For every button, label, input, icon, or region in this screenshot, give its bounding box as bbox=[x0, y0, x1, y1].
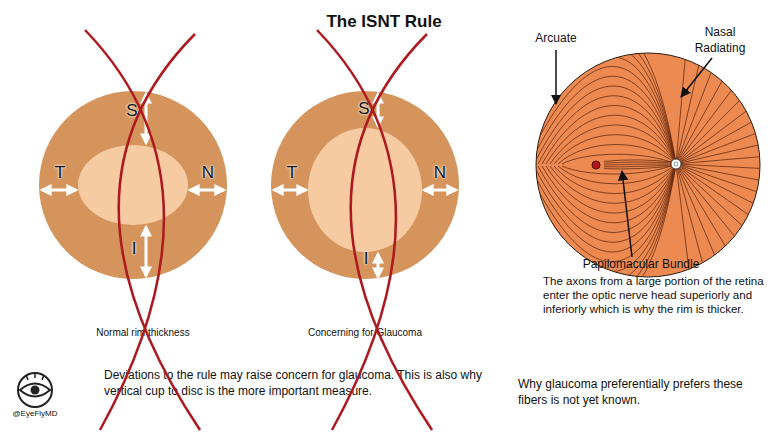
nerve-fiber bbox=[676, 0, 721, 164]
nerve-fiber bbox=[676, 92, 768, 164]
disc-caption: Concerning for Glaucoma bbox=[290, 327, 440, 339]
nerve-fiber bbox=[546, 115, 676, 164]
nerve-fiber bbox=[676, 0, 693, 164]
nerve-fiber bbox=[526, 67, 676, 165]
nerve-fiber bbox=[534, 164, 676, 242]
nerve-fiber bbox=[554, 164, 676, 194]
explanation-note: Why glaucoma preferentially prefers thes… bbox=[518, 376, 758, 408]
rim-thickness-arrow bbox=[377, 94, 380, 126]
nerve-fiber bbox=[538, 96, 676, 164]
nerve-fiber bbox=[518, 47, 676, 164]
nerve-fiber bbox=[558, 145, 676, 165]
nerve-fiber bbox=[530, 164, 676, 252]
rim-thickness-arrow bbox=[377, 254, 380, 277]
nerve-fiber bbox=[676, 0, 748, 164]
nerve-fiber bbox=[546, 164, 676, 213]
nerve-fiber bbox=[522, 57, 676, 164]
nerve-fiber bbox=[676, 164, 754, 348]
watermark: @EyeFlyMD bbox=[5, 409, 65, 419]
rim-letter: N bbox=[198, 164, 218, 182]
explanation-note: The axons from a large portion of the re… bbox=[543, 274, 767, 316]
logo-eye bbox=[18, 373, 52, 407]
nerve-fiber-lines bbox=[510, 0, 768, 363]
optic-cup bbox=[78, 145, 188, 225]
nerve-fiber bbox=[538, 164, 676, 233]
neuroretinal-rim bbox=[271, 91, 459, 279]
rim-letter: S bbox=[122, 102, 142, 120]
nerve-fiber bbox=[558, 164, 676, 184]
optic-disc: S T N I bbox=[270, 90, 460, 280]
optic-cup-dot bbox=[674, 162, 678, 166]
nerve-fiber bbox=[676, 164, 768, 174]
rim-letter: T bbox=[50, 164, 70, 182]
nerve-fiber bbox=[676, 0, 768, 164]
nerve-fiber bbox=[604, 164, 676, 165]
rim-thickness-arrow bbox=[190, 189, 224, 192]
nerve-fiber bbox=[510, 28, 676, 165]
nerve-fiber bbox=[562, 164, 676, 174]
rim-thickness-arrow bbox=[145, 94, 148, 143]
nerve-fiber bbox=[514, 37, 676, 164]
rim-letter: S bbox=[354, 100, 374, 118]
optic-cup bbox=[308, 128, 422, 252]
rim-letter: N bbox=[430, 164, 450, 182]
rim-thickness-arrow bbox=[424, 189, 456, 192]
fiber-label: Papilomacular Bundle bbox=[556, 257, 726, 271]
rim-letter: I bbox=[124, 240, 144, 258]
nerve-fiber bbox=[676, 164, 768, 202]
nerve-fiber bbox=[604, 165, 676, 167]
rim-thickness-arrow bbox=[274, 189, 306, 192]
nerve-fiber bbox=[562, 154, 676, 164]
leader-arrow bbox=[681, 58, 712, 97]
rim-thickness-arrow bbox=[42, 189, 76, 192]
neuroretinal-rim bbox=[39, 91, 227, 279]
nerve-fiber bbox=[526, 164, 676, 262]
nerve-fiber bbox=[676, 4, 768, 164]
optic-disc: S T N I bbox=[38, 90, 228, 280]
nerve-fiber bbox=[534, 86, 676, 164]
nerve-fiber bbox=[554, 135, 676, 164]
optic-disc-dot bbox=[671, 159, 681, 169]
rim-thickness-arrow bbox=[145, 227, 148, 276]
nerve-fiber bbox=[676, 119, 768, 164]
explanation-note: Deviations to the rule may raise concern… bbox=[104, 367, 484, 399]
nerve-fiber bbox=[676, 23, 768, 164]
nerve-fiber bbox=[604, 162, 676, 163]
diagram-title: The ISNT Rule bbox=[234, 12, 534, 32]
nerve-fiber bbox=[550, 164, 676, 203]
nerve-fiber bbox=[514, 164, 676, 291]
nerve-fiber bbox=[604, 160, 676, 162]
disc-caption: Normal rim thickness bbox=[68, 327, 218, 339]
nerve-fiber bbox=[542, 164, 676, 223]
leader-arrow bbox=[555, 50, 557, 104]
retina-circle bbox=[536, 53, 760, 277]
rim-letter: T bbox=[282, 164, 302, 182]
nerve-fiber bbox=[676, 67, 768, 164]
fiber-label: Nasal Radiating bbox=[688, 24, 752, 56]
fiber-label: Arcuate bbox=[526, 31, 586, 45]
nerve-fiber bbox=[522, 164, 676, 272]
nerve-fiber bbox=[676, 164, 768, 229]
fovea-dot bbox=[592, 161, 600, 169]
nerve-fiber bbox=[542, 106, 676, 165]
rim-letter: I bbox=[356, 250, 376, 268]
nerve-fiber bbox=[530, 76, 676, 164]
nerve-fiber bbox=[676, 44, 768, 164]
nerve-fiber bbox=[676, 164, 768, 255]
nerve-fiber bbox=[550, 125, 676, 164]
nerve-fiber bbox=[604, 166, 676, 169]
nerve-fiber bbox=[676, 147, 768, 164]
leader-arrow bbox=[622, 171, 632, 257]
